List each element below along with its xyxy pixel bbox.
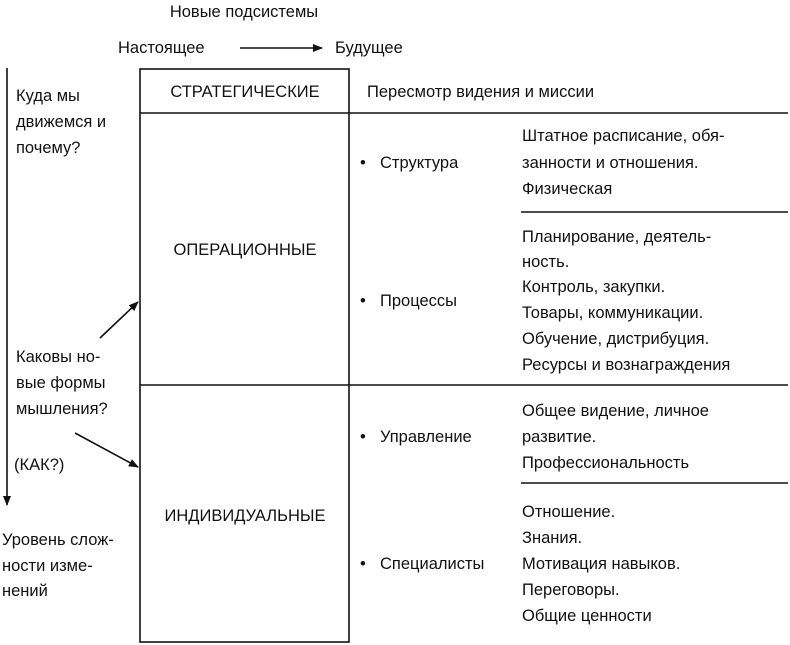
present-label: Настоящее xyxy=(118,39,205,57)
thinking-to-individual-arrow xyxy=(74,432,139,468)
subsystem-strategic: СТРАТЕГИЧЕСКИЕ xyxy=(170,83,320,101)
note-complexity: ности изме- xyxy=(2,557,93,575)
row-item: Переговоры. xyxy=(522,581,620,599)
row-item: Общее видение, личное xyxy=(522,402,709,420)
row-item: Планирование, деятель- xyxy=(522,228,712,246)
subsystem-operational: ОПЕРАЦИОННЫЕ xyxy=(173,241,317,259)
note-complexity: нений xyxy=(2,582,48,600)
row-item: Отношение. xyxy=(522,503,616,521)
row-item: Профессиональность xyxy=(522,454,690,472)
row-label-processes: Процессы xyxy=(380,292,458,310)
row-label-management: Управление xyxy=(380,428,472,446)
row-item: Обучение, дистрибуция. xyxy=(522,330,710,348)
row-item: Ресурсы и вознаграждения xyxy=(522,356,731,374)
row-item: Знания. xyxy=(522,529,583,547)
row-item: Мотивация навыков. xyxy=(522,555,681,573)
row-item: ность. xyxy=(522,253,570,271)
thinking-to-operational-arrow xyxy=(99,301,139,339)
row-item: Товары, коммуникации. xyxy=(522,304,704,322)
row-item: занности и отношения. xyxy=(522,154,699,172)
note-where: движемся и xyxy=(16,113,107,131)
bullet: • xyxy=(360,292,366,310)
row-item: Контроль, закупки. xyxy=(522,278,666,296)
subsystem-individual: ИНДИВИДУАЛЬНЫЕ xyxy=(164,507,326,525)
bullet: • xyxy=(360,555,366,573)
note-thinking: Каковы но- xyxy=(16,348,101,366)
row-label-specialists: Специалисты xyxy=(380,555,485,573)
note-complexity: Уровень слож- xyxy=(2,531,114,549)
bullet: • xyxy=(360,154,366,172)
note-where: Куда мы xyxy=(16,87,80,105)
subsystems-box xyxy=(139,68,350,643)
bullet: • xyxy=(360,428,366,446)
strategic-detail: Пересмотр видения и миссии xyxy=(367,83,595,101)
note-thinking: мышления? xyxy=(16,400,108,418)
row-item: Общие ценности xyxy=(522,607,652,625)
future-label: Будущее xyxy=(335,39,403,57)
note-thinking: вые формы xyxy=(16,374,106,392)
diagram-title: Новые подсистемы xyxy=(169,3,319,21)
row-item: Штатное расписание, обя- xyxy=(522,127,725,145)
row-label-structure: Структура xyxy=(380,154,459,172)
row-item: развитие. xyxy=(522,428,597,446)
note-how: (КАК?) xyxy=(14,456,65,474)
row-item: Физическая xyxy=(522,180,613,198)
note-where: почему? xyxy=(16,139,81,157)
